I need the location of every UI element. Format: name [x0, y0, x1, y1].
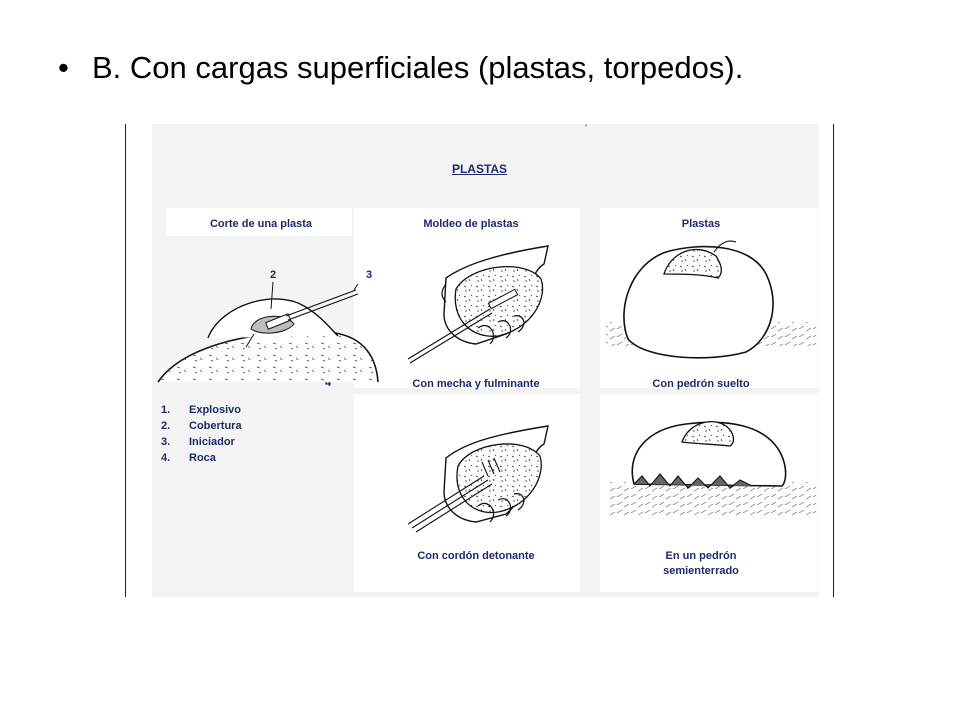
slide-title-text: B. Con cargas superficiales (plastas, to…: [92, 50, 744, 85]
semienterrado-illustration: [610, 421, 816, 516]
label-cordon: Con cordón detonante: [417, 550, 535, 562]
moldeo-illustration: [407, 245, 549, 364]
legend-item: 3.Iniciador: [161, 436, 235, 448]
callout-2: 2: [270, 269, 277, 281]
legend-item: 1.Explosivo: [161, 404, 241, 416]
bullet-point: •: [58, 50, 69, 85]
panel-bg-corte: [166, 208, 352, 236]
legend-item: 4.Roca: [161, 452, 216, 464]
legend: 1.Explosivo 2.Cobertura 3.Iniciador 4.Ro…: [161, 402, 242, 466]
slide-title: • B. Con cargas superficiales (plastas, t…: [58, 50, 743, 86]
label-moldeo: Moldeo de plastas: [423, 218, 519, 230]
label-mecha: Con mecha y fulminante: [412, 378, 540, 390]
label-pedron-semi-1: En un pedrón: [665, 550, 737, 562]
label-plastas: Plastas: [681, 218, 721, 230]
figure-title: PLASTAS: [451, 162, 508, 176]
callout-3: 3: [366, 269, 373, 281]
label-pedron-suelto: Con pedrón suelto: [652, 378, 750, 390]
corte-illustration: [157, 281, 379, 383]
callout-4: 4: [325, 377, 332, 389]
illustrations: [157, 124, 816, 533]
legend-item: 2.Cobertura: [161, 420, 242, 432]
plastas-illustration: [606, 240, 816, 359]
plastas-figure: PLASTAS Corte de una plasta Moldeo de pl…: [125, 124, 834, 597]
cordon-illustration: [407, 425, 549, 533]
label-pedron-semi-2: semienterrado: [663, 565, 739, 577]
label-corte: Corte de una plasta: [209, 218, 313, 230]
